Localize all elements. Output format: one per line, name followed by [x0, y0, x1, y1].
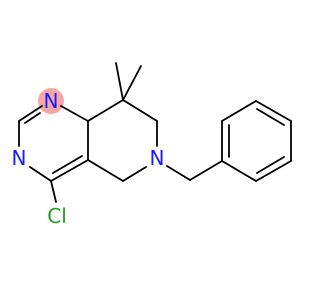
bond-c4-cl	[50, 180, 57, 203]
bond-ph2-ph3	[221, 100, 257, 122]
bond-c8-c7	[122, 99, 158, 122]
nitrogen-atom-label-top: N	[44, 89, 59, 113]
bond-ph5-ph6-inner	[256, 156, 285, 174]
bond-c5-c4a	[87, 159, 124, 182]
bond-ph5-ph6	[255, 160, 292, 182]
nitrogen-atom-label-left: N	[12, 146, 27, 170]
bond-ch2-phenyl	[189, 160, 223, 181]
molecule-structure: N N N Cl	[12, 62, 292, 228]
nitrogen-atom-label-ring: N	[150, 146, 165, 170]
bond-n3-c4	[29, 166, 52, 182]
bond-c4-c4a-double	[52, 155, 83, 174]
bond-c8a-n1	[60, 105, 89, 122]
bond-ph3-ph4-inner	[256, 108, 285, 126]
bond-n6-c5	[122, 166, 147, 182]
bond-ph6-ph1	[221, 160, 257, 182]
atom-labels: N N N Cl	[12, 89, 165, 228]
bond-n6-ch2	[166, 165, 191, 181]
chlorine-atom-label: Cl	[47, 204, 67, 228]
bond-layer	[18, 62, 292, 203]
bond-ph3-ph4	[255, 100, 292, 122]
bond-c8-methyl-a	[115, 62, 124, 101]
bond-c4-c4a	[50, 159, 89, 182]
bond-n1-c2-double	[24, 112, 41, 124]
bond-n1-c2	[18, 105, 43, 122]
atom-highlight	[38, 88, 64, 114]
bond-c8a-c8	[87, 99, 124, 122]
bond-c8-methyl-b	[122, 65, 142, 101]
